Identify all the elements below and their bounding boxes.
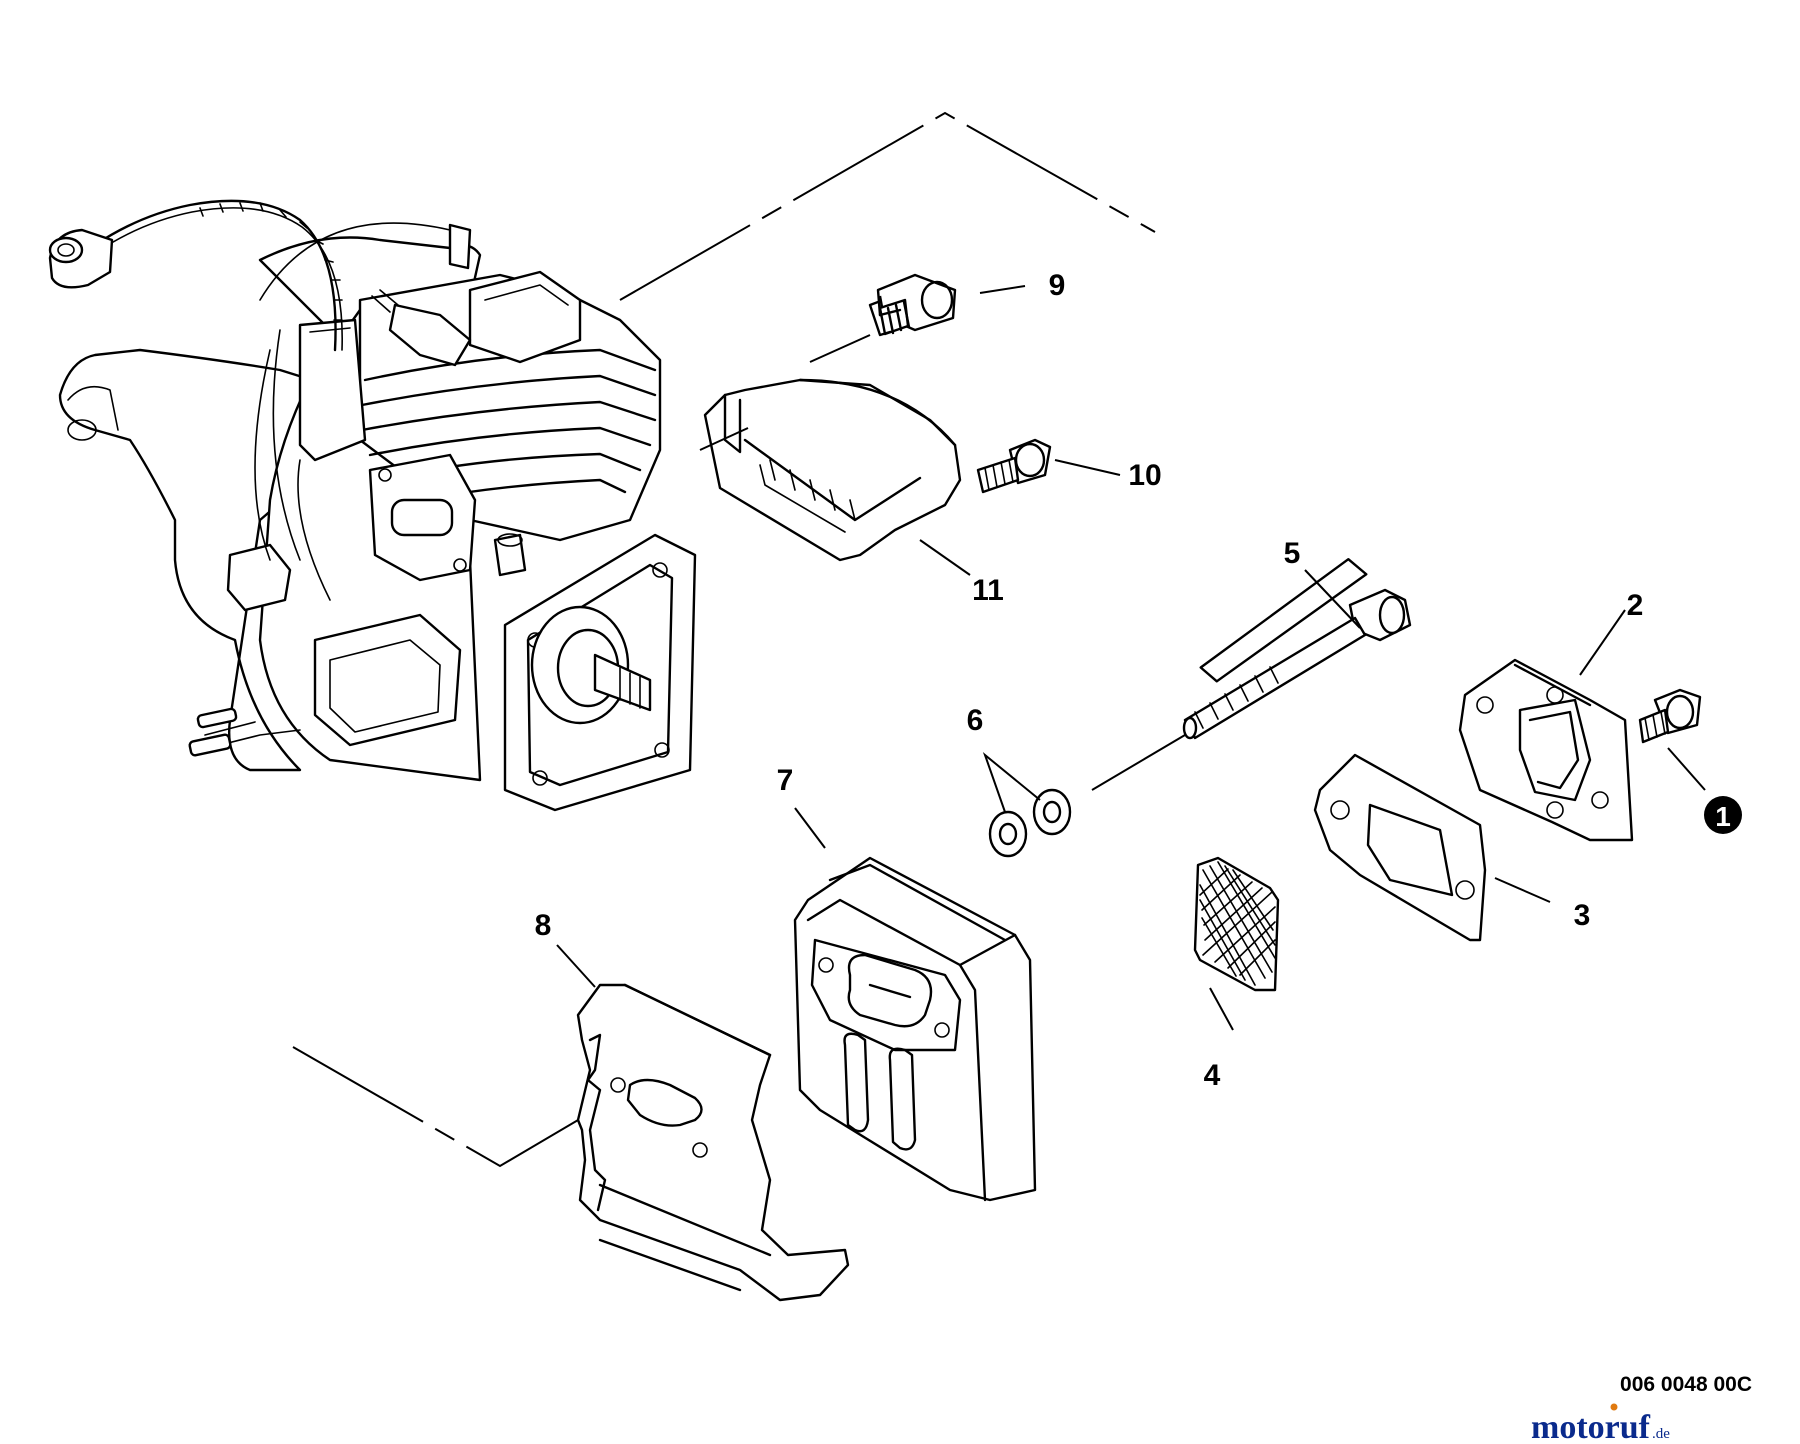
- part-5-bolt: [1182, 557, 1412, 740]
- diagram-part-number: 006 0048 00C: [1620, 1373, 1752, 1396]
- watermark-suffix: .de: [1652, 1426, 1670, 1442]
- callout-1-badge: 1: [1704, 796, 1742, 834]
- part-8-heat-shield: [576, 983, 850, 1302]
- callout-1: 1: [1715, 801, 1731, 832]
- part-10-screw: [976, 438, 1052, 494]
- callout-labels: 9 10 11 5 2 6 7 8 3 4 1: [535, 269, 1742, 1092]
- callout-3: 3: [1574, 899, 1591, 932]
- leader-lines: [556, 285, 1706, 1031]
- reference-lines: [292, 111, 1156, 1168]
- callout-6: 6: [967, 704, 984, 737]
- callout-5: 5: [1284, 537, 1301, 570]
- watermark-logo: motoruf .de: [1531, 1403, 1670, 1444]
- callout-4: 4: [1204, 1059, 1221, 1092]
- callout-11: 11: [972, 574, 1004, 607]
- callout-7: 7: [777, 764, 794, 797]
- callout-2: 2: [1627, 589, 1644, 622]
- part-2-flange: [1458, 658, 1634, 842]
- part-3-gasket: [1313, 753, 1487, 942]
- part-9-screw: [868, 273, 957, 337]
- part-11-cover: [703, 378, 962, 562]
- part-7-muffler: [793, 856, 1037, 1202]
- callout-8: 8: [535, 909, 552, 942]
- part-screw-flange: [1638, 688, 1702, 744]
- part-6-washers: [988, 788, 1072, 858]
- part-4-screen: [1193, 856, 1280, 992]
- watermark-brand: motoruf: [1531, 1409, 1651, 1444]
- callout-10: 10: [1128, 459, 1161, 492]
- engine-assembly: [48, 199, 697, 812]
- callout-9: 9: [1049, 269, 1066, 302]
